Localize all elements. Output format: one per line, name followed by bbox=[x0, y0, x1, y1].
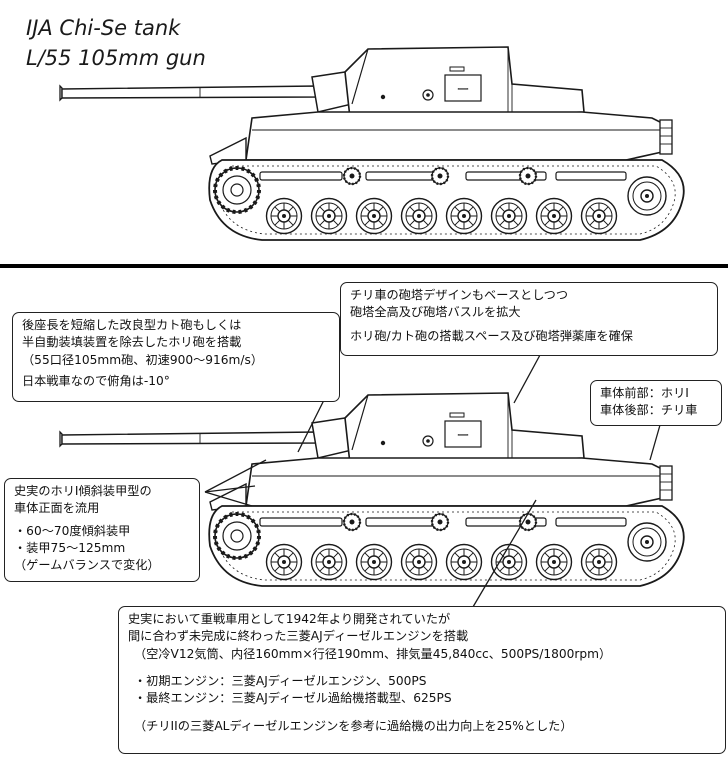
engine-callout-line: ・初期エンジン：三菱AJディーゼルエンジン、500PS bbox=[134, 673, 427, 688]
hull-callout-line: 車体後部：チリ車 bbox=[600, 403, 698, 418]
engine-callout-line: （チリIIの三菱ALディーゼルエンジンを参考に過給機の出力向上を25%とした） bbox=[134, 718, 573, 733]
turret-callout-line: ホリ砲/カト砲の搭載スペース及び砲塔弾薬庫を確保 bbox=[350, 328, 633, 343]
armor-callout-line: 車体正面を流用 bbox=[14, 501, 100, 516]
hull-callout: 車体前部：ホリI 車体後部：チリ車 bbox=[590, 380, 722, 426]
panel-divider bbox=[0, 264, 728, 268]
engine-callout-line: ・最終エンジン：三菱AJディーゼル過給機搭載型、625PS bbox=[134, 691, 452, 706]
armor-callout-line: 史実のホリI傾斜装甲型の bbox=[14, 484, 152, 498]
turret-callout: チリ車の砲塔デザインもベースとしつつ 砲塔全高及び砲塔バスルを拡大 ホリ砲/カト… bbox=[340, 282, 718, 356]
engine-callout: 史実において重戦車用として1942年より開発されていたが 間に合わず未完成に終わ… bbox=[118, 606, 726, 754]
armor-callout-line: ・装甲75〜125mm bbox=[14, 540, 126, 555]
gun-callout-line: （55口径105mm砲、初速900〜916m/s） bbox=[22, 352, 264, 367]
gun-callout-line: 半自動装填装置を除去したホリ砲を搭載 bbox=[22, 335, 242, 350]
gun-callout-line: 日本戦車なので俯角は-10° bbox=[22, 373, 170, 388]
armor-callout: 史実のホリI傾斜装甲型の 車体正面を流用 ・60〜70度傾斜装甲 ・装甲75〜1… bbox=[4, 478, 200, 582]
gun-callout-line: 後座長を短縮した改良型カト砲もしくは bbox=[22, 318, 242, 332]
turret-callout-line: 砲塔全高及び砲塔バスルを拡大 bbox=[350, 305, 521, 320]
gun-callout: 後座長を短縮した改良型カト砲もしくは 半自動装填装置を除去したホリ砲を搭載 （5… bbox=[12, 312, 340, 402]
engine-callout-line: 間に合わず未完成に終わった三菱AJディーゼルエンジンを搭載 bbox=[128, 629, 469, 644]
armor-callout-line: （ゲームバランスで変化） bbox=[14, 558, 160, 573]
armor-callout-line: ・60〜70度傾斜装甲 bbox=[14, 523, 131, 538]
gun-subtitle: L/55 105mm gun bbox=[26, 46, 206, 70]
tank-side-view-top bbox=[60, 47, 684, 240]
diagram-title: IJA Chi-Se tank bbox=[26, 16, 181, 40]
turret-callout-line: チリ車の砲塔デザインもベースとしつつ bbox=[350, 288, 569, 302]
hull-callout-line: 車体前部：ホリI bbox=[600, 386, 689, 400]
engine-callout-line: 史実において重戦車用として1942年より開発されていたが bbox=[128, 612, 451, 626]
engine-callout-line: （空冷V12気筒、内径160mm×行径190mm、排気量45,840cc、500… bbox=[134, 646, 612, 661]
